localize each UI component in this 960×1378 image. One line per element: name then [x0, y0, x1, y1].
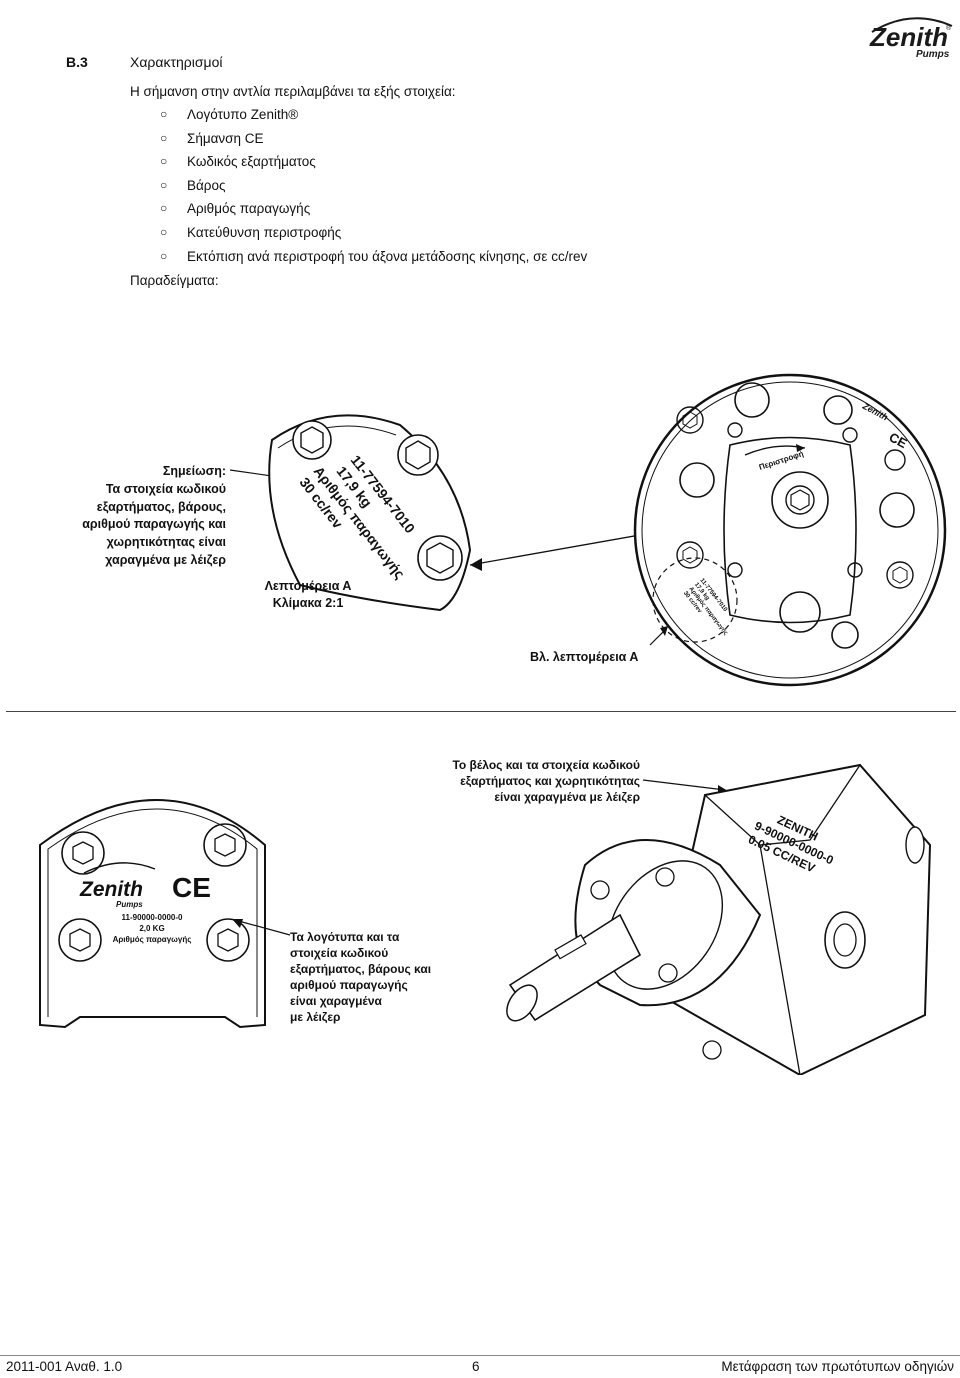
list-item-text: Κατεύθυνση περιστροφής [187, 224, 342, 240]
left-callout: Τα λογότυπα και τα στοιχεία κωδικού εξαρ… [290, 930, 431, 1024]
footer-revision: 2011-001 Αναθ. 1.0 [6, 1359, 123, 1374]
bullet-icon: ○ [160, 107, 168, 121]
bullet-icon: ○ [160, 177, 168, 192]
section-title: Χαρακτηρισμοί [130, 54, 223, 70]
examples-label: Παραδείγματα: [130, 273, 219, 288]
page-number: 6 [472, 1359, 480, 1374]
svg-text:εξαρτήματος και χωρητικότητας: εξαρτήματος και χωρητικότητας [460, 774, 640, 788]
figure-detail-a: Σημείωση: Τα στοιχεία κωδικού εξαρτήματο… [0, 360, 960, 690]
list-item-text: Σήμανση CE [187, 130, 264, 146]
note-line: αριθμού παραγωγής και [82, 517, 226, 531]
detail-label: Λεπτομέρεια Α [265, 579, 352, 593]
list-item: ○ Εκτόπιση ανά περιστροφή του άξονα μετάδ… [160, 249, 587, 273]
svg-text:Τα λογότυπα και τα: Τα λογότυπα και τα [290, 930, 400, 944]
figure-divider [6, 711, 956, 712]
plate-logo: Zenith [79, 878, 143, 901]
figure-pump-markings: Zenith Pumps CE 11-90000-0000-0 2,0 KG Α… [0, 745, 960, 1077]
list-item-text: Βάρος [187, 177, 226, 193]
svg-text:με λέιζερ: με λέιζερ [290, 1010, 340, 1024]
pump-3d-drawing [506, 763, 932, 1077]
plate-ce-mark: CE [172, 872, 211, 903]
list-item: ○ Βάρος [160, 178, 587, 202]
detail-a-drawing: 11-77594-7010 17,9 kg Αριθμός παραγωγής … [268, 414, 472, 612]
svg-text:είναι χαραγμένα με λέιζερ: είναι χαραγμένα με λέιζερ [494, 790, 640, 804]
hex-bolt-icon [203, 823, 247, 867]
list-item-text: Εκτόπιση ανά περιστροφή του άξονα μετάδο… [187, 248, 588, 264]
footer-title: Μετάφραση των πρωτότυπων οδηγιών [721, 1359, 954, 1374]
svg-text:εξαρτήματος, βάρους και: εξαρτήματος, βάρους και [290, 962, 431, 976]
hex-bolt-icon [58, 918, 102, 962]
list-item: ○ Αριθμός παραγωγής [160, 201, 587, 225]
pump-face-drawing: Περιστροφή Zenith CE 11-77594-7010 17,9 … [633, 373, 947, 687]
bullet-icon: ○ [160, 224, 168, 239]
plate-line: Αριθμός παραγωγής [113, 935, 192, 944]
hex-bolt-icon [886, 561, 914, 589]
hex-bolt-icon [292, 420, 332, 460]
note-line: Τα στοιχεία κωδικού [106, 482, 226, 496]
bullet-icon: ○ [160, 130, 168, 145]
list-item-text: Λογότυπο Zenith® [187, 107, 299, 122]
hex-bolt-icon [417, 535, 463, 581]
zenith-logo: Zenith ® Pumps [866, 12, 956, 60]
end-plate-drawing: Zenith Pumps CE 11-90000-0000-0 2,0 KG Α… [39, 799, 266, 1029]
list-item: ○ Σήμανση CE [160, 131, 587, 155]
plate-logo-sub: Pumps [116, 900, 143, 909]
svg-text:Το βέλος και τα στοιχεία κωδικ: Το βέλος και τα στοιχεία κωδικού [452, 758, 640, 772]
list-item: ○ Κατεύθυνση περιστροφής [160, 225, 587, 249]
note-text: Σημείωση: Τα στοιχεία κωδικού εξαρτήματο… [82, 464, 226, 567]
list-item-text: Αριθμός παραγωγής [187, 201, 311, 217]
hex-bolt-icon [397, 434, 439, 476]
bullet-icon: ○ [160, 154, 168, 169]
list-item: ○ Λογότυπο Zenith® [160, 107, 587, 131]
hex-bolt-icon [884, 449, 906, 471]
note-line: χωρητικότητας είναι [107, 535, 227, 549]
hex-bolt-icon [206, 918, 250, 962]
plate-line: 2,0 KG [139, 924, 164, 933]
svg-text:είναι χαραγμένα: είναι χαραγμένα [290, 994, 383, 1008]
hex-bolt-icon [61, 831, 105, 875]
marking-list: ○ Λογότυπο Zenith® ○ Σήμανση CE ○ Κωδικός ε… [160, 107, 587, 272]
hex-bolt-icon [676, 541, 704, 569]
intro-text: Η σήμανση στην αντλία περιλαμβάνει τα εξ… [130, 84, 456, 99]
hex-bolt-icon [676, 406, 704, 434]
svg-text:στοιχεία κωδικού: στοιχεία κωδικού [290, 946, 388, 960]
footer-rule [0, 1355, 960, 1356]
list-item-text: Κωδικός εξαρτήματος [187, 154, 316, 170]
bullet-icon: ○ [160, 201, 168, 216]
svg-text:αριθμού παραγωγής: αριθμού παραγωγής [290, 978, 408, 992]
see-detail-label: Βλ. λεπτομέρεια Α [530, 650, 638, 664]
section-number: B.3 [66, 54, 88, 70]
logo-sub: Pumps [916, 49, 950, 60]
note-line: χαραγμένα με λέιζερ [105, 553, 226, 567]
right-callout: Το βέλος και τα στοιχεία κωδικού εξαρτήμ… [452, 758, 640, 804]
scale-label: Κλίμακα 2:1 [273, 596, 344, 610]
note-line: εξαρτήματος, βάρους, [97, 500, 226, 514]
bullet-icon: ○ [160, 248, 168, 263]
logo-wordmark: Zenith [869, 22, 948, 52]
plate-line: 11-90000-0000-0 [122, 913, 183, 922]
logo-registered: ® [946, 24, 952, 32]
note-line: Σημείωση: [163, 464, 226, 478]
list-item: ○ Κωδικός εξαρτήματος [160, 154, 587, 178]
